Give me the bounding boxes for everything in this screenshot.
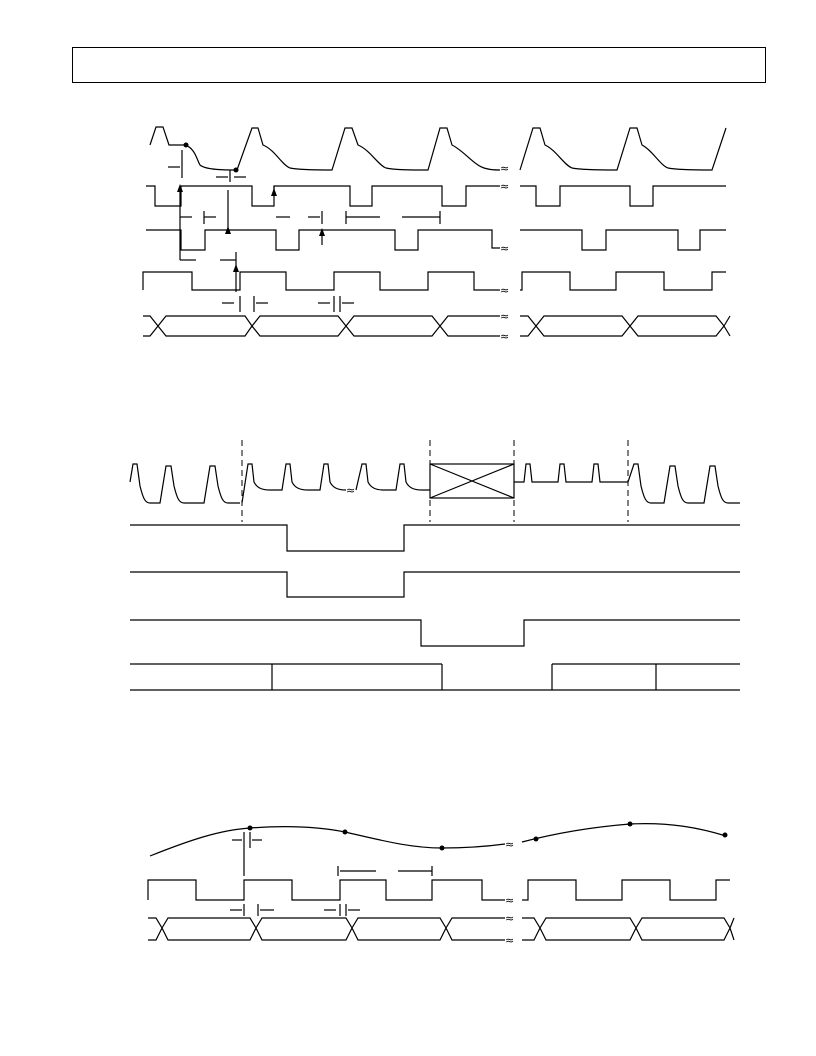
data-bus-3b [522,917,735,941]
timing-diagram-3: ≈ ≈ ≈ ≈ [147,821,735,947]
break-mark: ≈ [505,934,514,947]
clock-signal-2b [520,229,726,251]
sample-dot [439,845,445,851]
sample-dot [233,167,239,173]
data-bus-3 [148,917,505,941]
clock-signal-4b [522,879,730,901]
sample-dot [627,821,633,827]
timing-diagram-2: ≈ [129,440,740,691]
break-mark: ≈ [505,912,514,925]
timing-diagram-1: ≈ ≈ ≈ ≈ ≈ ≈ [142,126,731,343]
clock-signal-4 [147,879,505,901]
break-mark: ≈ [500,284,509,297]
signal-line-c [130,619,740,647]
signal-line-b [130,571,740,598]
crossed-box [429,463,515,499]
arrowhead [271,188,277,196]
clock-signal-2 [146,229,500,251]
signal-line-a [130,524,740,552]
analog-waveform-2-left [129,463,240,504]
arrowhead [319,228,325,236]
clock-signal-3 [142,271,500,291]
break-mark: ≈ [500,330,509,343]
break-mark: ≈ [505,894,514,907]
sample-dot [183,142,189,148]
sample-dot [342,829,348,835]
analog-waveform-2-right [627,463,740,504]
page-header-box [72,47,766,83]
crossed-box-diagonal [429,463,515,499]
arrowhead [233,264,239,272]
break-mark: ≈ [500,310,509,323]
clock-signal-1 [146,185,500,207]
clock-signal-1b [520,185,726,207]
sample-dot [722,832,728,838]
analog-waveform-2-right-small [514,463,628,483]
analog-waveform-1 [149,126,501,171]
break-mark: ≈ [500,162,509,175]
break-mark: ≈ [346,484,355,497]
sample-dot [247,825,253,831]
sample-dot [533,836,539,842]
analog-curve-3 [149,825,506,857]
clock-signal-3b [520,271,726,291]
analog-waveform-2-mid [241,463,430,504]
break-mark: ≈ [500,242,509,255]
break-mark: ≈ [500,180,509,193]
data-bus-1 [143,315,500,337]
arrowhead [177,184,183,192]
analog-curve-3b [521,823,727,843]
analog-waveform-1b [519,127,727,171]
break-mark: ≈ [505,838,514,851]
data-bus-1b [520,315,731,337]
